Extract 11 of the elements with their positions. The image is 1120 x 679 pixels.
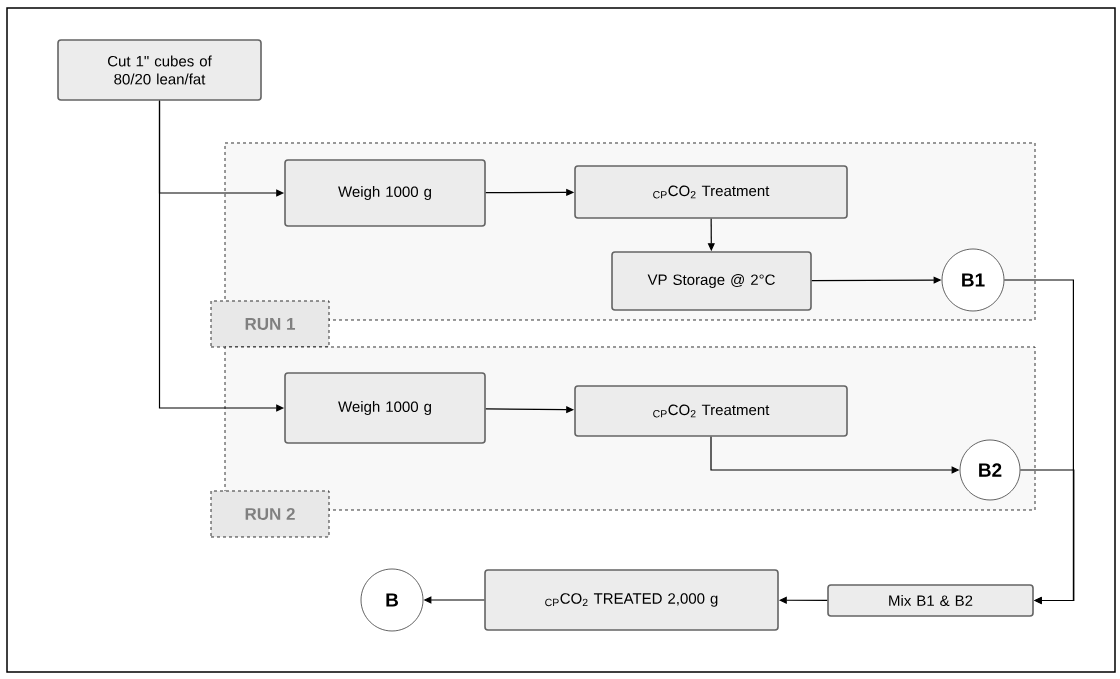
process-box: $_{CP}$CO$_{2}$ Treatment: [574, 385, 848, 437]
process-box: $_{CP}$CO$_{2}$ TREATED 2,000 g: [484, 569, 779, 631]
process-box: Cut 1" cubes of 80/20 lean/fat: [57, 39, 262, 101]
process-box: $_{CP}$CO$_{2}$ Treatment: [574, 165, 848, 219]
process-box: Weigh 1000 g: [284, 159, 486, 227]
node-label: RUN 1: [245, 318, 296, 330]
arrow: [1019, 469, 1075, 605]
process-box: VP Storage @ 2°C: [611, 251, 812, 311]
process-box: Weigh 1000 g: [284, 372, 486, 444]
node-label: RUN 2: [245, 507, 295, 521]
process-box: Mix B1 & B2: [827, 584, 1034, 617]
